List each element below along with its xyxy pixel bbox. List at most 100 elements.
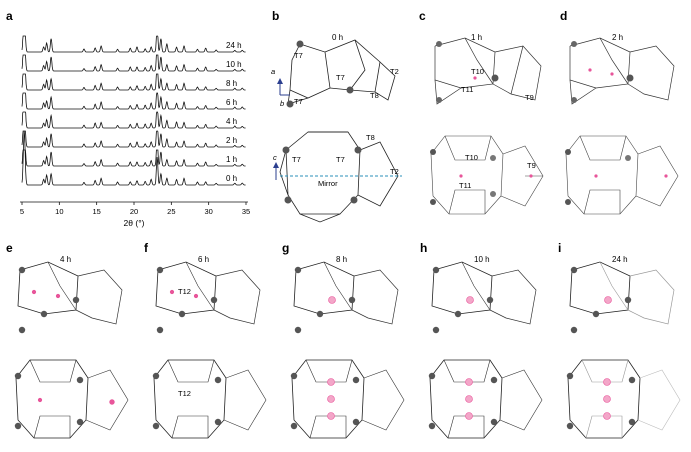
atom-site <box>570 326 578 334</box>
atom-site <box>316 310 324 318</box>
time-label-c: 1 h <box>471 33 482 42</box>
framework-bottom <box>33 415 71 439</box>
atom-site <box>352 376 360 384</box>
xrd-trace <box>21 130 246 186</box>
atom-site <box>214 376 222 384</box>
atom-site <box>346 86 354 94</box>
atom-site <box>76 376 84 384</box>
highlight-site <box>193 293 199 299</box>
xrd-trace-label: 10 h <box>226 60 242 69</box>
highlight-site <box>328 296 336 304</box>
framework-bottom <box>637 369 681 431</box>
framework-top <box>75 269 123 325</box>
site-label: T7 <box>292 155 301 164</box>
highlight-site <box>327 412 335 420</box>
framework-top <box>627 269 675 325</box>
highlight-site <box>594 174 598 178</box>
framework-top-d <box>569 37 675 105</box>
atom-site <box>40 310 48 318</box>
framework-bottom <box>361 369 405 431</box>
site-label: T10 <box>465 153 478 162</box>
highlight-site <box>459 174 463 178</box>
atom-site <box>486 296 494 304</box>
atom-site <box>286 100 294 108</box>
xrd-trace <box>21 92 246 110</box>
framework-bottom <box>223 369 267 431</box>
xrd-trace <box>21 111 246 129</box>
highlight-site <box>603 412 611 420</box>
atom-site <box>354 146 362 154</box>
site-label: T9 <box>525 93 534 102</box>
structure-panel-h: h10 h <box>420 241 543 439</box>
framework-top <box>431 261 493 315</box>
framework-bottom <box>447 415 485 439</box>
atom-site <box>214 418 222 426</box>
x-tick-label: 35 <box>242 207 250 216</box>
axis-glyph-ab: a b <box>271 67 290 108</box>
site-label: T2 <box>390 167 399 176</box>
highlight-site <box>465 395 473 403</box>
structure-panel-g: g8 h <box>282 241 405 439</box>
time-label-f: 6 h <box>198 255 209 264</box>
atom-site <box>625 155 631 161</box>
framework-bottom-c <box>430 135 544 215</box>
xrd-trace-label: 8 h <box>226 79 237 88</box>
atom-site <box>490 376 498 384</box>
framework-top-c <box>434 37 542 105</box>
site-label: T12 <box>178 389 191 398</box>
panel-label-g: g <box>282 241 289 255</box>
framework-bottom <box>585 415 623 439</box>
site-label: T7 <box>294 51 303 60</box>
atom-site <box>491 74 499 82</box>
atom-site <box>571 97 577 103</box>
atom-site <box>156 266 164 274</box>
site-label: T8 <box>370 91 379 100</box>
atom-site <box>430 149 436 155</box>
atom-site <box>18 266 26 274</box>
highlight-site <box>109 399 115 405</box>
highlight-site <box>31 289 37 295</box>
atom-site <box>178 310 186 318</box>
panel-label-h: h <box>420 241 427 255</box>
xrd-trace <box>21 35 246 53</box>
framework-bottom <box>171 415 209 439</box>
xrd-trace <box>21 130 246 148</box>
x-tick-label: 25 <box>167 207 175 216</box>
atom-site <box>432 326 440 334</box>
axis-b-label: b <box>280 99 284 108</box>
atom-site <box>628 376 636 384</box>
atom-site <box>436 97 442 103</box>
xrd-trace-label: 4 h <box>226 117 237 126</box>
framework-bottom <box>167 359 215 383</box>
highlight-site <box>466 296 474 304</box>
panel-label-b: b <box>272 9 279 23</box>
highlight-site <box>465 412 473 420</box>
atom-site <box>282 146 290 154</box>
atom-site <box>432 266 440 274</box>
panel-label-a: a <box>6 9 13 23</box>
framework-bottom-d <box>565 135 679 215</box>
atom-site <box>14 372 22 380</box>
panel-label-c: c <box>419 9 426 23</box>
time-label-e: 4 h <box>60 255 71 264</box>
atom-site <box>566 422 574 430</box>
xrd-trace-label: 2 h <box>226 136 237 145</box>
highlight-site <box>55 293 61 299</box>
framework-top <box>213 269 261 325</box>
highlight-site <box>327 378 335 386</box>
axis-c-arrowhead <box>273 162 279 168</box>
x-tick-label: 10 <box>55 207 63 216</box>
atom-site <box>284 196 292 204</box>
atom-site <box>592 310 600 318</box>
atom-site <box>152 422 160 430</box>
highlight-site <box>473 76 477 80</box>
site-label: T2 <box>390 67 399 76</box>
time-label-d: 2 h <box>612 33 623 42</box>
highlight-site <box>604 296 612 304</box>
framework-top <box>351 269 399 325</box>
highlight-site <box>664 174 668 178</box>
xrd-traces: 24 h10 h8 h6 h4 h2 h1 h0 h <box>21 35 246 186</box>
framework-bottom <box>443 359 491 383</box>
site-label: T7 <box>294 97 303 106</box>
